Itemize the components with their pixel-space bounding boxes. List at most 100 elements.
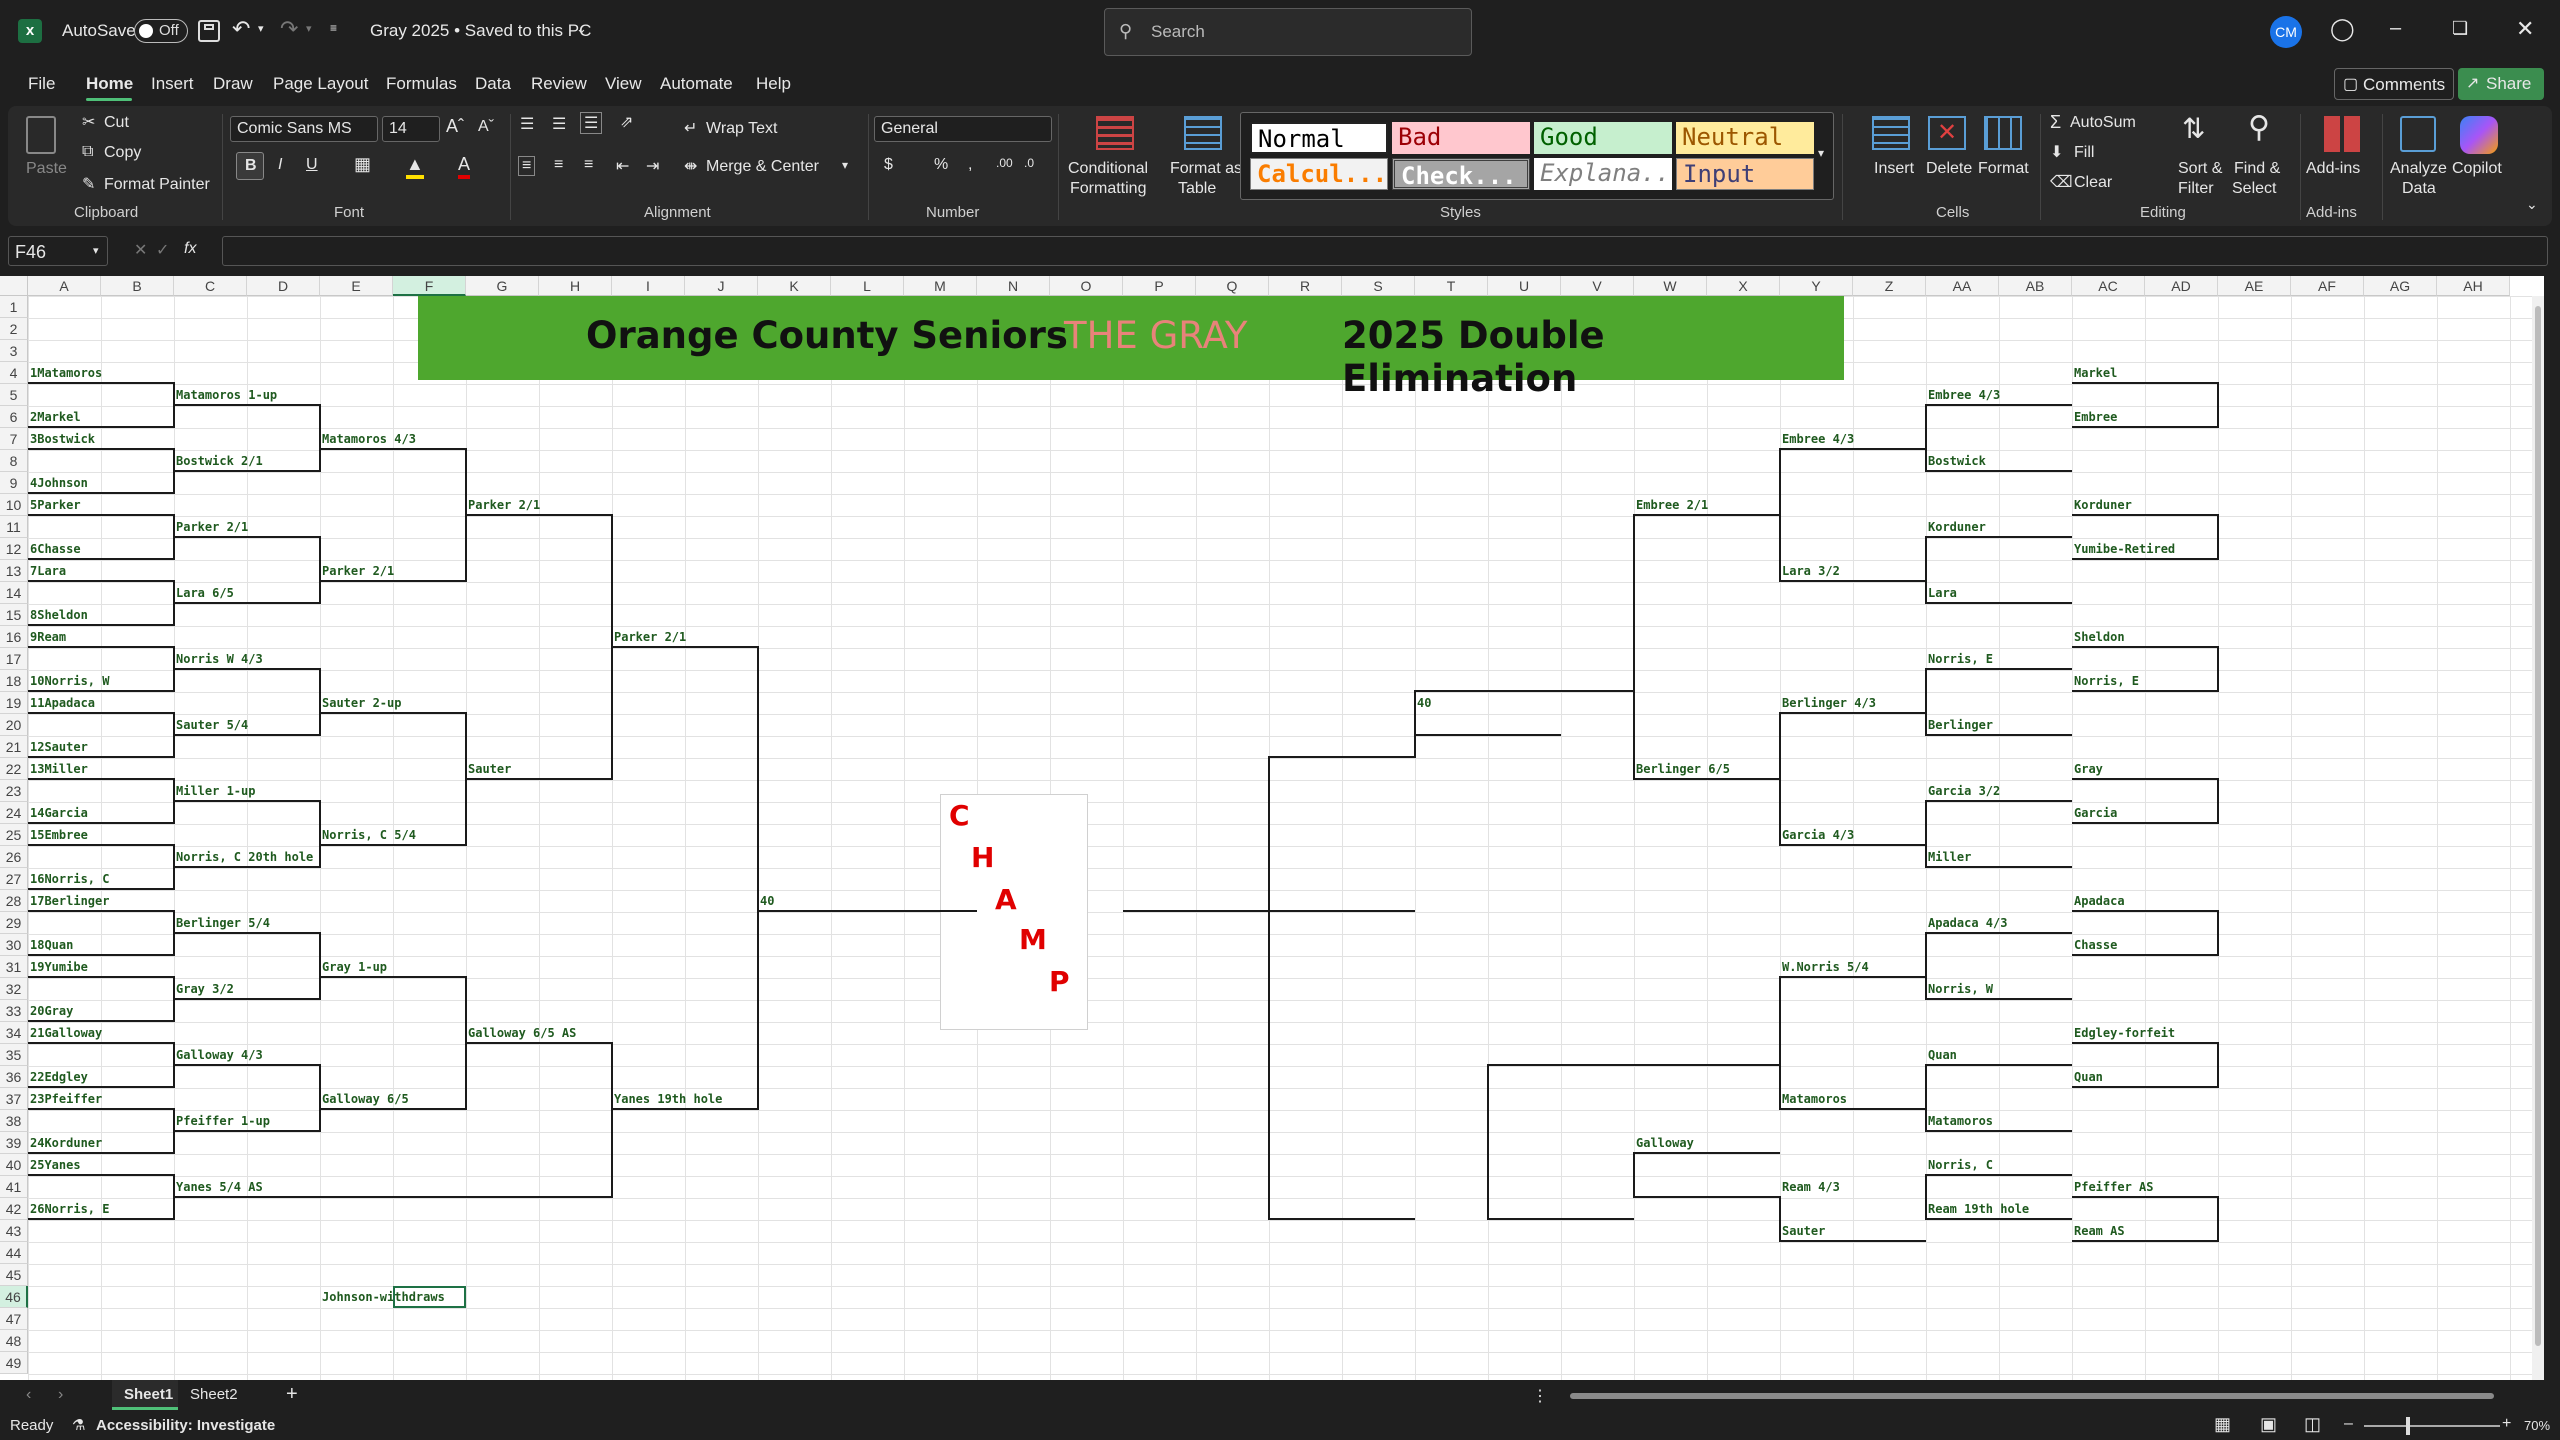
enter-formula-icon[interactable]: ✓ [156,242,170,259]
bracket-cell[interactable]: Quan [2074,1070,2103,1084]
bracket-cell[interactable]: Matamoros [1782,1092,1848,1106]
column-header[interactable]: R [1269,276,1342,296]
align-center-icon[interactable]: ≡ [554,156,564,173]
row-header[interactable]: 46 [0,1286,28,1308]
vertical-scrollbar[interactable] [2532,296,2544,1380]
bracket-cell[interactable]: Parker 2/1 [614,630,687,644]
cancel-formula-icon[interactable]: ✕ [134,242,148,259]
bracket-cell[interactable]: Berlinger 4/3 [1782,696,1876,710]
menu-review[interactable]: Review [531,74,587,93]
row-header[interactable]: 21 [0,736,28,758]
style-bad[interactable]: Bad [1392,122,1530,154]
cut-button[interactable]: Cut [104,114,129,131]
format-painter-button[interactable]: Format Painter [104,176,210,193]
column-header[interactable]: C [174,276,247,296]
row-header[interactable]: 14 [0,582,28,604]
bracket-cell[interactable]: Yumibe-Retired [2074,542,2176,556]
menu-draw[interactable]: Draw [213,74,253,93]
bracket-cell[interactable]: 6Chasse [30,542,81,556]
row-header[interactable]: 15 [0,604,28,626]
bold-button[interactable]: B [236,152,264,180]
ribbon-collapse-icon[interactable]: ⌄ [2526,196,2538,212]
sheet-tab-sheet1[interactable]: Sheet1 [112,1380,178,1410]
bracket-cell[interactable]: 26Norris, E [30,1202,110,1216]
menu-file[interactable]: File [28,74,56,93]
wrap-text-button[interactable]: Wrap Text [706,120,778,137]
bracket-cell[interactable]: Gray [2074,762,2103,776]
bracket-cell[interactable]: 23Pfeiffer [30,1092,103,1106]
column-header[interactable]: Q [1196,276,1269,296]
autosave-toggle[interactable]: Off [134,19,188,43]
row-header[interactable]: 29 [0,912,28,934]
bracket-cell[interactable]: 24Korduner [30,1136,103,1150]
column-header[interactable]: AE [2218,276,2291,296]
row-header[interactable]: 13 [0,560,28,582]
share-button[interactable]: ↗ Share [2458,68,2544,100]
bracket-cell[interactable]: Norris, C 5/4 [322,828,416,842]
row-header[interactable]: 18 [0,670,28,692]
bracket-cell[interactable]: Galloway [1636,1136,1694,1150]
style-input[interactable]: Input [1676,158,1814,190]
column-header[interactable]: AF [2291,276,2364,296]
align-middle-icon[interactable]: ☰ [552,116,567,133]
column-header[interactable]: D [247,276,320,296]
bracket-cell[interactable]: Sheldon [2074,630,2125,644]
row-header[interactable]: 6 [0,406,28,428]
menu-insert[interactable]: Insert [151,74,194,93]
row-header[interactable]: 38 [0,1110,28,1132]
column-header[interactable]: AD [2145,276,2218,296]
align-left-icon[interactable]: ≡ [518,156,536,176]
row-header[interactable]: 12 [0,538,28,560]
bracket-cell[interactable]: Pfeiffer 1-up [176,1114,270,1128]
row-header[interactable]: 20 [0,714,28,736]
bracket-cell[interactable]: Berlinger [1928,718,1994,732]
menu-page-layout[interactable]: Page Layout [273,74,369,93]
column-header[interactable]: U [1488,276,1561,296]
bracket-cell[interactable]: Sauter 2-up [322,696,402,710]
column-header[interactable]: V [1561,276,1634,296]
sort-filter-button[interactable]: Sort & [2178,160,2223,177]
name-box[interactable]: F46 ▾ [8,236,108,266]
bracket-cell[interactable]: Norris, C [1928,1158,1994,1172]
row-header[interactable]: 2 [0,318,28,340]
redo-icon[interactable]: ↷ [280,16,299,41]
bracket-cell[interactable]: 5Parker [30,498,81,512]
bracket-cell[interactable]: Garcia 3/2 [1928,784,2001,798]
column-header[interactable]: F [393,276,466,296]
row-header[interactable]: 49 [0,1352,28,1374]
bracket-cell[interactable]: Embree 4/3 [1782,432,1855,446]
bracket-cell[interactable]: Matamoros 1-up [176,388,278,402]
active-cell-f46[interactable] [393,1286,466,1308]
bracket-cell[interactable]: Matamoros 4/3 [322,432,416,446]
merge-dropdown-icon[interactable]: ▾ [842,158,849,172]
menu-formulas[interactable]: Formulas [386,74,457,93]
bracket-cell[interactable]: Lara 6/5 [176,586,234,600]
bracket-cell[interactable]: Johnson-withdraws [322,1290,445,1304]
close-icon[interactable]: ✕ [2516,16,2535,41]
menu-home[interactable]: Home [86,74,134,93]
style-calculation[interactable]: Calcul... [1250,158,1388,190]
analyze-data-button[interactable]: Analyze [2390,160,2447,177]
column-header[interactable]: P [1123,276,1196,296]
currency-icon[interactable]: $ [884,156,893,173]
style-normal[interactable]: Normal [1250,122,1388,154]
bracket-cell[interactable]: 4Johnson [30,476,88,490]
row-header[interactable]: 7 [0,428,28,450]
column-header[interactable]: B [101,276,174,296]
bracket-cell[interactable]: Bostwick 2/1 [176,454,263,468]
orientation-icon[interactable]: ⇗ [620,114,634,131]
bracket-cell[interactable]: Apadaca 4/3 [1928,916,2008,930]
bracket-cell[interactable]: Parker 2/1 [468,498,541,512]
row-header[interactable]: 42 [0,1198,28,1220]
font-color-icon[interactable]: A [458,154,471,179]
align-bottom-icon[interactable]: ☰ [580,112,603,134]
menu-data[interactable]: Data [475,74,511,93]
formula-input[interactable] [222,236,2548,266]
bracket-cell[interactable]: 40 [760,894,775,908]
search-box[interactable]: ⚲ Search [1104,8,1472,56]
column-header[interactable]: E [320,276,393,296]
accessibility-status[interactable]: Accessibility: Investigate [96,1417,276,1434]
horizontal-scrollbar[interactable] [1560,1390,2518,1402]
zoom-in-icon[interactable]: + [2502,1415,2512,1432]
column-header[interactable]: S [1342,276,1415,296]
